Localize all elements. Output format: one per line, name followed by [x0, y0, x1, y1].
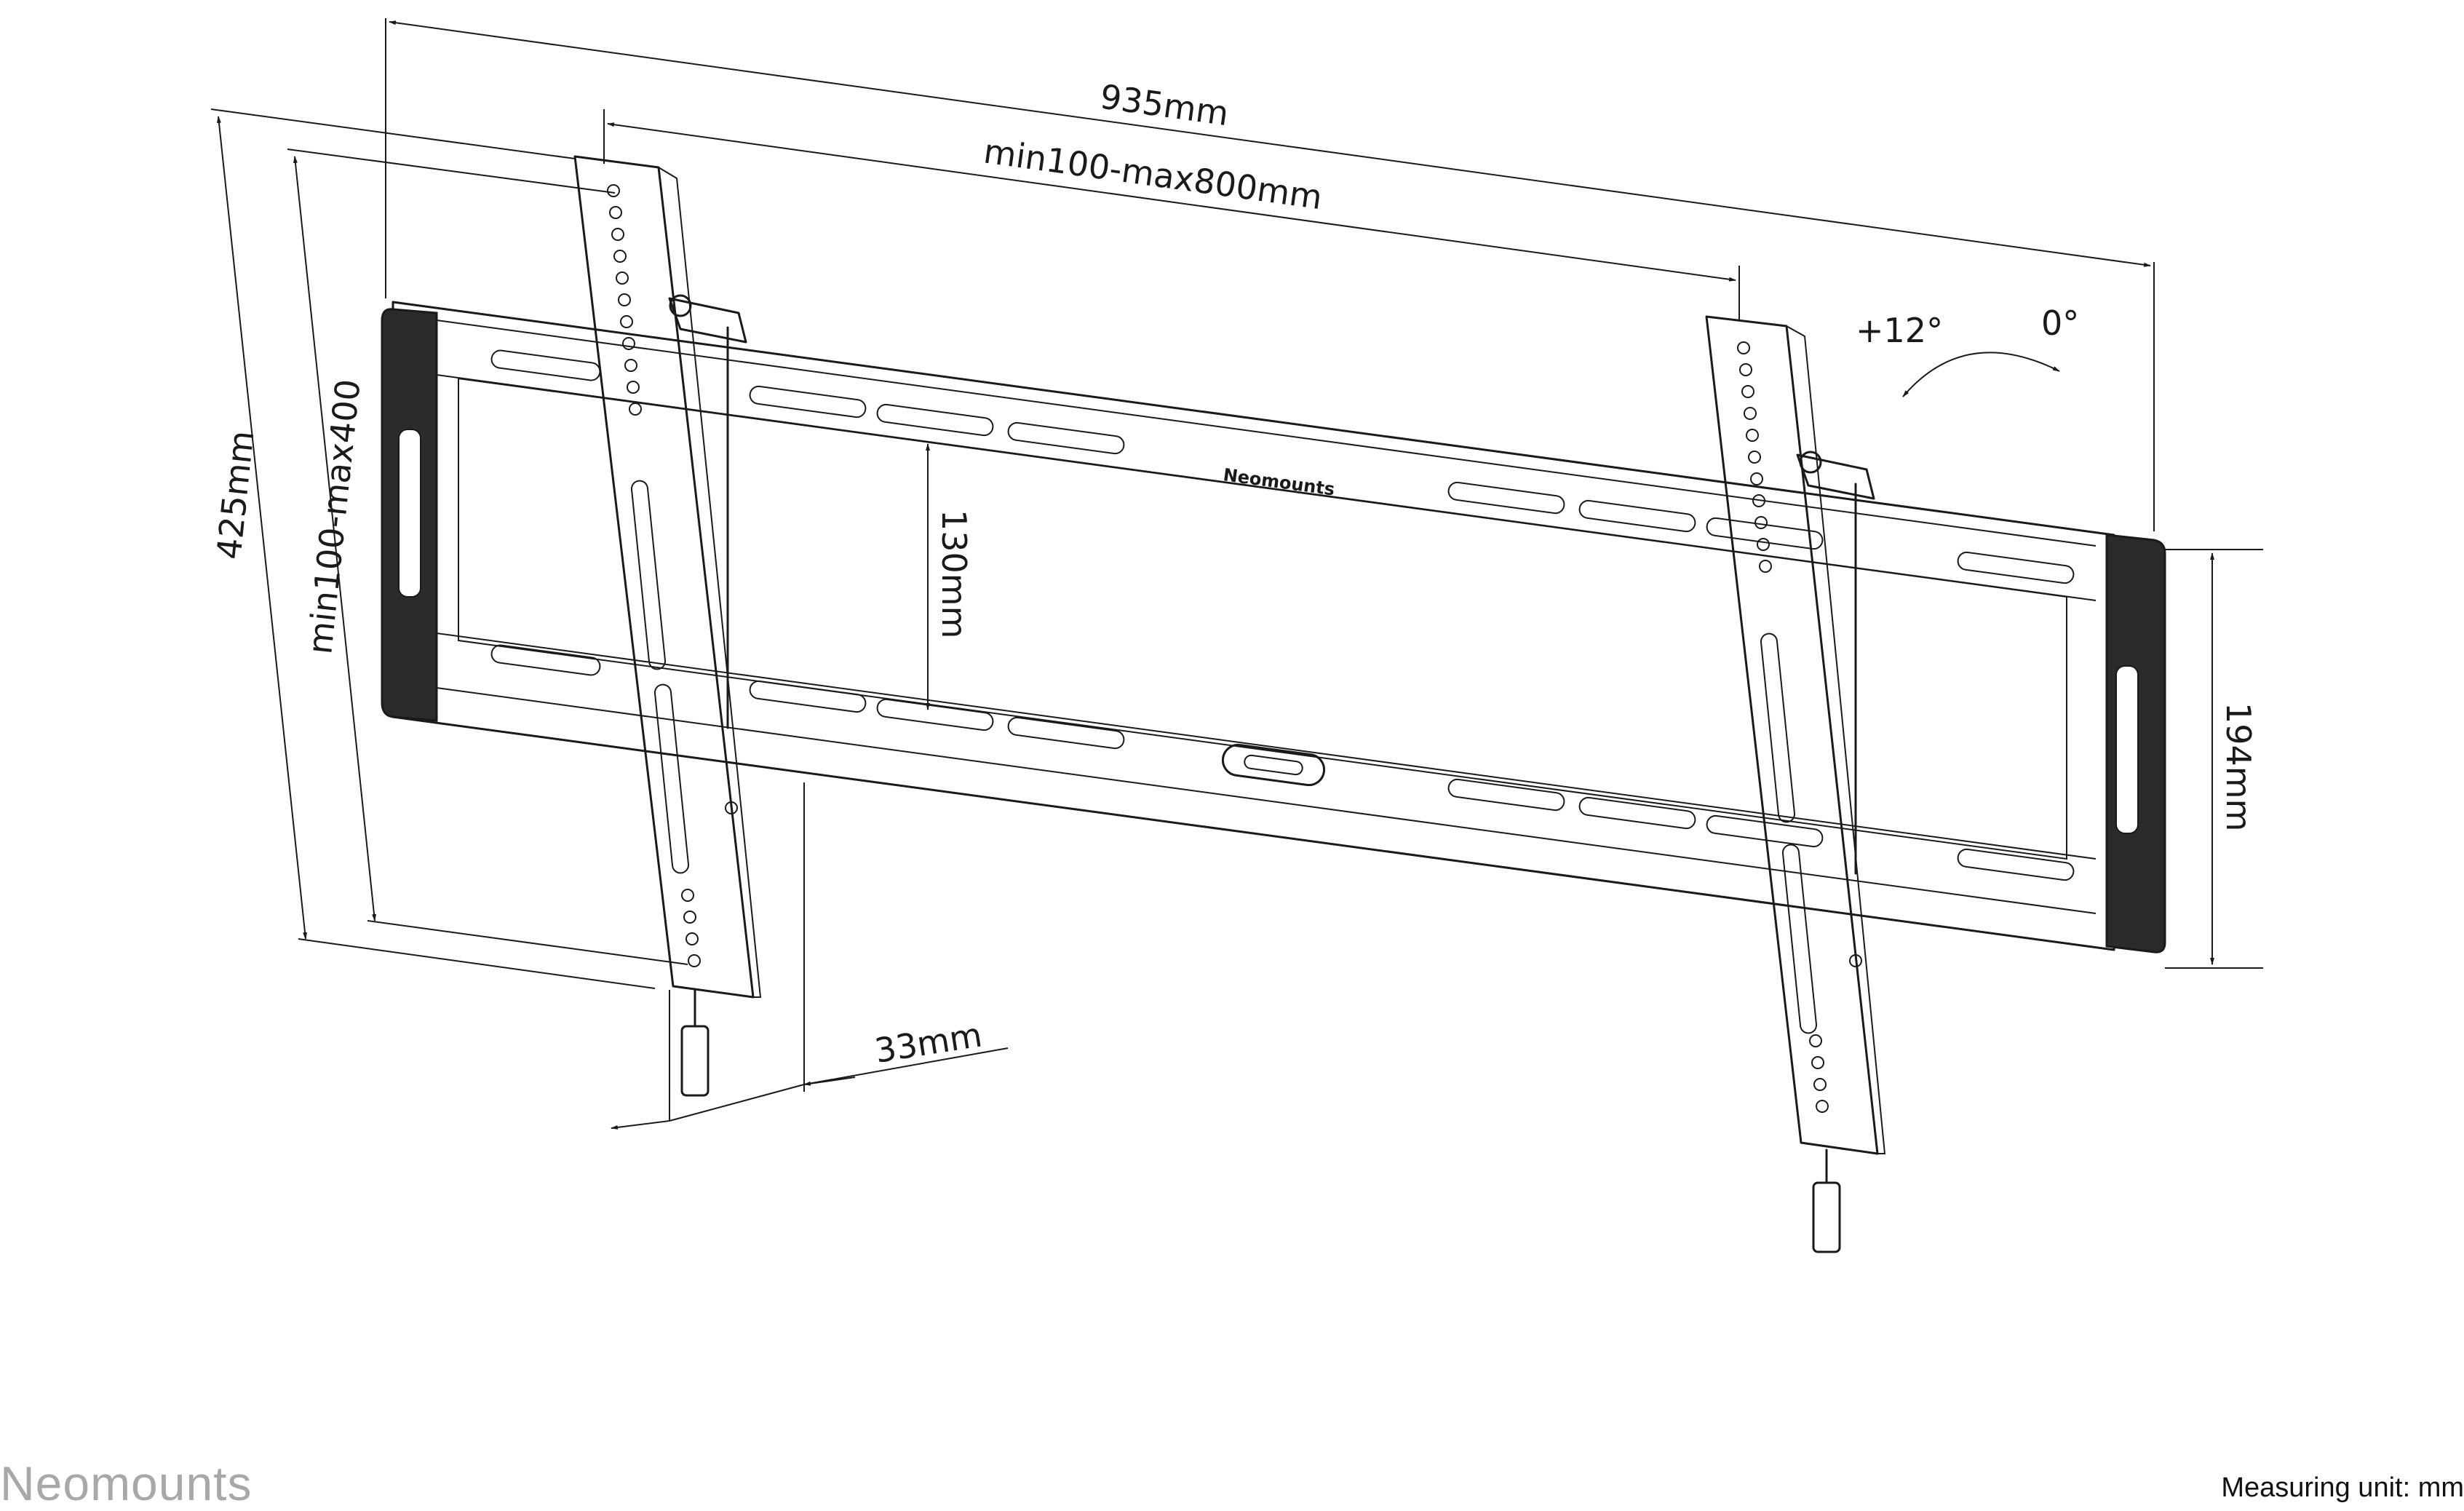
- right-end-cap: [2105, 534, 2166, 953]
- tilt-min-label: 0°: [2041, 304, 2079, 343]
- wall-plate: Neomounts: [392, 301, 2115, 951]
- bottom-slots: [490, 644, 2075, 881]
- tilt-indicator: +12° 0°: [1856, 304, 2079, 397]
- top-slots: [490, 349, 2075, 584]
- dim-plate-height: 194mm: [2165, 549, 2263, 969]
- bubble-level: [1221, 743, 1326, 787]
- dim-label-rail-spacing: 130mm: [934, 509, 974, 638]
- dim-label-plate-height: 194mm: [2219, 702, 2258, 831]
- brand-logo: Neomounts: [0, 1456, 253, 1510]
- plate-logo: Neomounts: [1222, 464, 1336, 499]
- dim-overall-height: 425mm: [209, 108, 656, 989]
- dim-overall-width: 935mm: [385, 18, 2155, 531]
- dim-label-wall-distance: 33mm: [872, 1015, 985, 1071]
- left-end-cap: [381, 308, 438, 722]
- dim-wall-distance: 33mm: [611, 782, 1009, 1130]
- left-tv-arm: [573, 155, 762, 1097]
- right-arm-holes: [1737, 341, 1862, 1113]
- dim-label-vesa-vertical: min100-max400: [300, 377, 367, 656]
- tilt-max-label: +12°: [1856, 311, 1943, 350]
- dim-vesa-vertical: min100-max400: [287, 148, 688, 965]
- dim-vesa-horizontal: min100-max800mm: [603, 109, 1740, 320]
- right-tv-arm: [1705, 315, 1886, 1253]
- dim-label-overall-width: 935mm: [1097, 76, 1231, 133]
- measuring-unit-note: Measuring unit: mm: [2221, 1472, 2464, 1503]
- dim-rail-spacing: 130mm: [926, 443, 974, 710]
- dim-label-overall-height: 425mm: [209, 429, 261, 561]
